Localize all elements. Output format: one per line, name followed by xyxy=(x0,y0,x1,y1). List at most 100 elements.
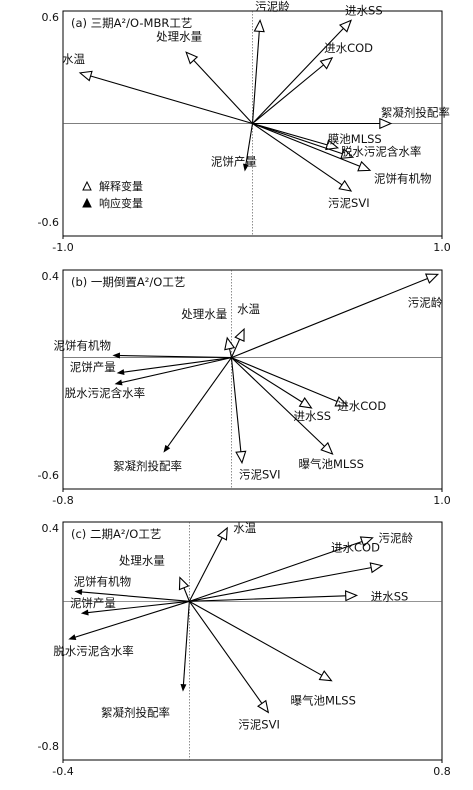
vector-arrowhead xyxy=(235,450,247,465)
vector-arrowhead xyxy=(257,699,270,714)
vector-arrowhead xyxy=(319,57,334,70)
vector-arrowhead xyxy=(216,526,228,541)
vector-response: 泥饼产量 xyxy=(211,123,257,172)
vector-label: 泥饼产量 xyxy=(211,154,257,168)
vector-label: 处理水量 xyxy=(181,307,227,321)
vector-line xyxy=(230,357,242,452)
vector-line xyxy=(252,64,324,124)
vector-response: 泥饼有机物 xyxy=(54,338,232,359)
vector-label: 进水COD xyxy=(324,41,373,55)
vector-arrowhead xyxy=(344,590,359,602)
vector-line xyxy=(165,357,232,450)
vector-explanatory: 进水SS xyxy=(231,357,331,423)
vector-explanatory: 水温 xyxy=(188,521,257,602)
vector-explanatory: 进水SS xyxy=(189,589,408,603)
vector-line xyxy=(189,540,363,602)
vector-label: 泥饼有机物 xyxy=(54,338,112,352)
vector-label: 脱水污泥含水率 xyxy=(341,144,422,158)
vector-arrowhead xyxy=(357,160,372,172)
vector-line xyxy=(228,348,232,358)
vector-line xyxy=(189,595,346,602)
y-tick-label: 0.6 xyxy=(42,11,60,24)
vector-label: 絮凝剂投配率 xyxy=(381,106,450,120)
y-tick-label: -0.8 xyxy=(38,740,59,753)
vector-explanatory: 曝气池MLSS xyxy=(189,600,356,708)
panel-title: (b) 一期倒置A²/O工艺 xyxy=(71,275,185,289)
vector-line xyxy=(183,587,190,602)
panel-title: (c) 二期A²/O工艺 xyxy=(71,527,161,541)
vector-line xyxy=(231,357,303,403)
vector-label: 进水SS xyxy=(371,589,409,603)
vector-arrowhead xyxy=(224,336,236,351)
vector-explanatory: 曝气池MLSS xyxy=(231,357,364,471)
vector-response: 脱水污泥含水率 xyxy=(53,600,190,658)
vector-explanatory: 污泥龄 xyxy=(251,0,290,124)
vector-explanatory: 水温 xyxy=(62,52,253,125)
vector-label: 泥饼有机物 xyxy=(74,574,132,588)
vector-label: 处理水量 xyxy=(119,554,165,568)
plot-frame xyxy=(62,521,443,761)
vector-arrowhead xyxy=(379,117,393,130)
vector-line xyxy=(231,357,325,447)
vector-label: 污泥SVI xyxy=(239,468,281,482)
x-tick-label: -0.8 xyxy=(52,494,73,507)
vector-explanatory: 进水COD xyxy=(189,541,384,602)
vector-line xyxy=(72,600,190,639)
vector-label: 水温 xyxy=(237,302,260,316)
vector-label: 进水COD xyxy=(331,541,380,555)
vector-line xyxy=(252,123,343,186)
vector-arrowhead xyxy=(253,19,265,33)
vector-label: 脱水污泥含水率 xyxy=(53,644,134,658)
vector-line xyxy=(193,59,253,124)
vector-line xyxy=(90,75,253,125)
y-tick-label: 0.4 xyxy=(42,270,60,283)
vector-response: 脱水污泥含水率 xyxy=(65,357,232,400)
panel-title: (a) 三期A²/O-MBR工艺 xyxy=(71,16,192,30)
vector-label: 絮凝剂投配率 xyxy=(101,706,170,720)
x-tick-label: 0.8 xyxy=(433,765,451,778)
vector-arrowhead xyxy=(78,70,93,82)
vector-line xyxy=(244,123,254,168)
vector-arrowhead xyxy=(325,139,340,151)
vector-label: 水温 xyxy=(62,52,85,66)
vector-line xyxy=(78,591,190,602)
vector-explanatory: 污泥龄 xyxy=(231,273,443,359)
vector-explanatory: 进水SS xyxy=(252,3,383,124)
vector-label: 泥饼产量 xyxy=(70,596,116,610)
vector-response: 絮凝剂投配率 xyxy=(101,601,190,720)
vector-explanatory: 脱水污泥含水率 xyxy=(252,122,422,159)
vector-arrowhead xyxy=(298,397,313,409)
vector-explanatory: 进水COD xyxy=(231,357,386,413)
vector-label: 曝气池MLSS xyxy=(299,457,364,471)
vector-explanatory: 水温 xyxy=(230,302,261,358)
vector-label: 污泥SVI xyxy=(238,717,280,731)
vector-label: 污泥龄 xyxy=(408,295,443,309)
vector-response: 泥饼产量 xyxy=(70,596,190,616)
vector-line xyxy=(188,601,263,704)
legend-filled-triangle xyxy=(82,197,92,208)
vector-label: 污泥龄 xyxy=(255,0,290,13)
vector-label: 进水SS xyxy=(345,3,383,17)
vector-explanatory: 膜池MLSS xyxy=(252,122,382,151)
vector-line xyxy=(189,567,372,602)
y-tick-label: 0.4 xyxy=(42,522,60,535)
vector-explanatory: 进水COD xyxy=(252,41,373,124)
vector-explanatory: 泥饼有机物 xyxy=(252,122,431,185)
vector-label: 进水SS xyxy=(293,409,331,423)
vector-line xyxy=(188,537,223,602)
vector-line xyxy=(231,357,338,403)
vector-explanatory: 处理水量 xyxy=(181,307,236,358)
vector-explanatory: 处理水量 xyxy=(156,29,253,124)
x-tick-label: 1.0 xyxy=(433,241,451,254)
vector-label: 絮凝剂投配率 xyxy=(113,459,182,473)
vector-line xyxy=(252,122,360,167)
vector-explanatory: 污泥SVI xyxy=(230,357,281,482)
vector-line xyxy=(252,122,328,146)
vector-line xyxy=(252,122,343,155)
vector-explanatory: 污泥龄 xyxy=(189,531,414,602)
legend-label: 响应变量 xyxy=(99,196,143,210)
vector-line xyxy=(251,31,260,124)
vector-arrowhead xyxy=(318,670,333,682)
